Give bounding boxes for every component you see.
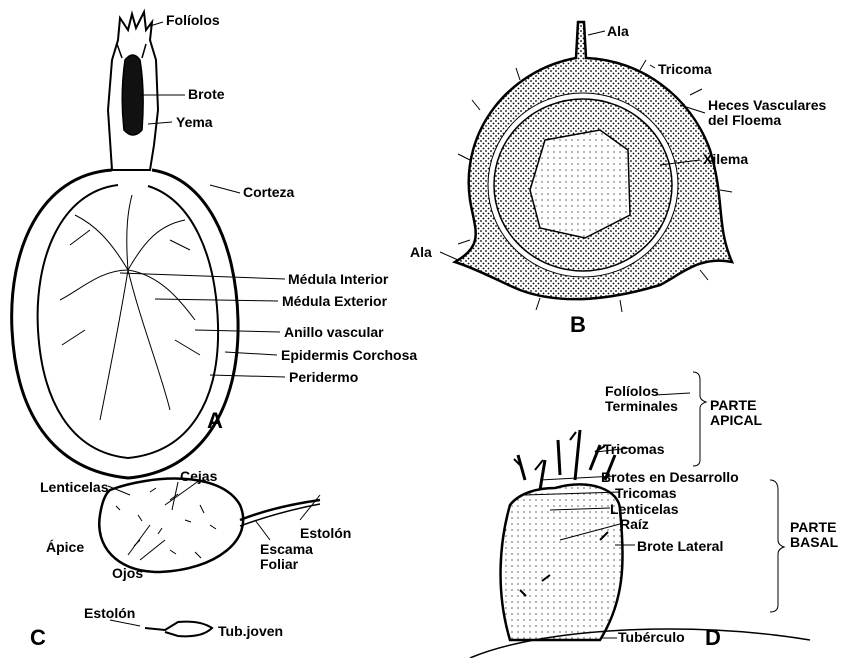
label-tuberculo: Tubérculo xyxy=(618,630,685,645)
label-estolon-young: Estolón xyxy=(84,606,135,621)
label-raiz: Raíz xyxy=(620,517,649,532)
label-estolon: Estolón xyxy=(300,526,351,541)
label-tub-joven: Tub.joven xyxy=(218,624,283,639)
label-escama-foliar: Escama Foliar xyxy=(260,542,313,572)
panel-letter-a: A xyxy=(207,408,223,434)
label-brotes-desarrollo: Brotes en Desarrollo xyxy=(601,470,739,485)
panel-letter-c: C xyxy=(30,625,46,651)
label-apice: Ápice xyxy=(46,540,84,555)
label-xilema: Xilema xyxy=(703,152,748,167)
label-cejas: Cejas xyxy=(180,469,217,484)
label-yema: Yema xyxy=(176,115,213,130)
label-epidermis-corchosa: Epidermis Corchosa xyxy=(281,348,417,363)
panel-letter-b: B xyxy=(570,312,586,338)
label-medula-exterior: Médula Exterior xyxy=(282,294,387,309)
label-tricoma: Tricoma xyxy=(658,62,712,77)
label-medula-interior: Médula Interior xyxy=(288,272,388,287)
label-tricomas: Tricomas xyxy=(615,486,676,501)
label-foliolos: Folíolos xyxy=(166,13,220,28)
label-ala-top: Ala xyxy=(607,24,629,39)
label-parte-apical: PARTE APICAL xyxy=(710,398,762,428)
label-brote-lateral: Brote Lateral xyxy=(637,539,723,554)
label-brote: Brote xyxy=(188,87,225,102)
panel-letter-d: D xyxy=(705,625,721,651)
label-peridermo: Peridermo xyxy=(289,370,358,385)
label-ala-left: Ala xyxy=(410,245,432,260)
tuber-section-drawing xyxy=(12,12,238,478)
label-lenticelas: Lenticelas xyxy=(40,480,108,495)
label-lenticelas-d: Lenticelas xyxy=(610,502,678,517)
label-foliolos-terminales: Folíolos Terminales xyxy=(605,384,678,414)
label-heces-vasculares: Heces Vasculares del Floema xyxy=(708,98,826,128)
label-parte-basal: PARTE BASAL xyxy=(790,520,838,550)
label-corteza: Corteza xyxy=(243,185,294,200)
label-anillo-vascular: Anillo vascular xyxy=(284,325,384,340)
label-tricomas-top: Tricomas xyxy=(603,442,664,457)
label-ojos: Ojos xyxy=(112,566,143,581)
